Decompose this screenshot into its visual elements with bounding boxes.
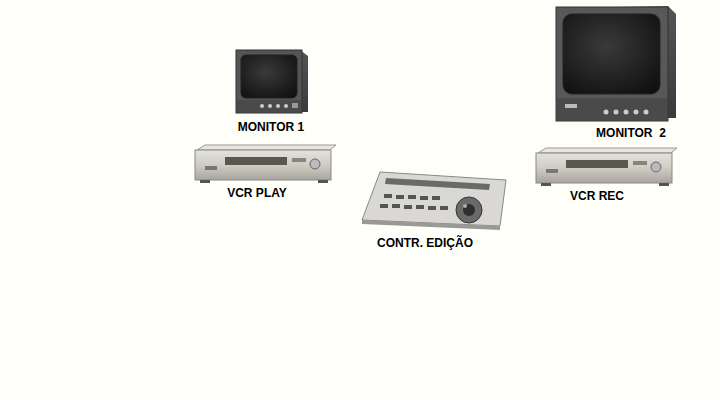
vcr-rec-illustration (536, 148, 677, 186)
edit-controller-illustration (362, 172, 506, 230)
monitor-2-illustration (556, 6, 676, 121)
device-label: VCR REC (570, 189, 624, 203)
device-label: CONTR. EDIÇÃO (377, 236, 473, 250)
device-label: MONITOR 1 (238, 120, 304, 134)
vcr-play-illustration (195, 145, 336, 183)
device-label: VCR PLAY (227, 186, 287, 200)
device-label: MONITOR 2 (596, 126, 666, 140)
monitor-1-illustration (236, 50, 308, 113)
